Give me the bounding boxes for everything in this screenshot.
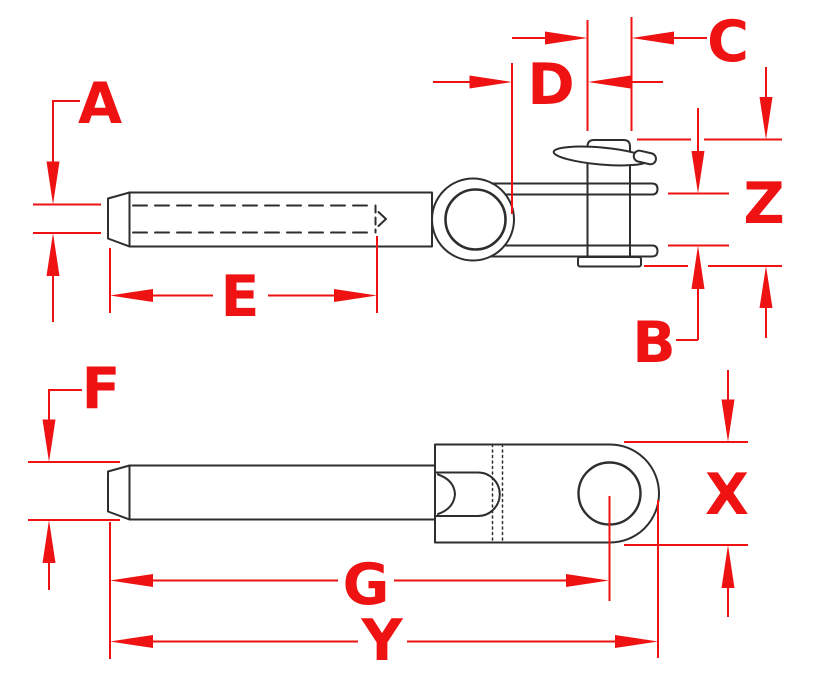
dimension-D: D [433,52,663,214]
toggle-lobe-inner-hole [444,188,507,251]
dim-D-arrow-right [469,75,512,89]
dim-C-arrow-left [631,31,674,45]
dim-G-arrow-left [110,574,153,587]
dim-D-arrow-left [588,75,631,89]
dim-B-arrow-up [691,245,705,289]
dim-X-arrow-up [721,545,735,588]
dim-G-arrow-right [566,574,609,587]
pin-retainer-plate [577,256,642,268]
dim-B-arrow-down [691,151,705,194]
bottom-view-swage-toggle [107,443,660,544]
top-view-swage-toggle [107,139,659,268]
dimension-B: B [632,108,729,376]
dim-label-C: C [707,9,749,75]
dim-X-arrow-down [721,399,735,442]
dim-E-arrow-left [110,289,153,302]
dimension-A: A [33,71,122,322]
jaw-plate-top [491,182,659,196]
dimension-X: X [624,370,749,617]
dim-F-arrow-up [42,520,56,563]
dimension-G: G [109,496,611,659]
dim-label-D: D [527,52,574,118]
swage-shank-bottom-view [107,464,436,521]
dim-Y-arrow-right [615,635,658,648]
dim-label-B: B [632,310,675,376]
dim-label-F: F [82,356,121,422]
cotter-ring-end [632,149,657,166]
rod-end-inner-arc [437,473,456,515]
swage-shank-top-view [107,191,433,248]
wire-hole-end-chevron [377,211,387,227]
dim-C-arrow-right [545,31,588,45]
dim-label-X: X [705,462,749,528]
dim-label-A: A [78,71,122,137]
dim-Z-arrow-up [759,266,773,308]
dim-label-Z: Z [743,171,784,237]
dim-A-arrow-down [46,161,60,205]
dimension-Y: Y [110,500,659,674]
dim-A-arrow-up [46,233,60,276]
clevis-pin [586,139,631,258]
dim-label-G: G [343,552,390,618]
dimension-E: E [109,236,378,330]
dim-E-arrow-right [334,289,377,302]
dimension-C: C [512,9,749,131]
dimension-F: F [28,356,120,590]
jaw-plate-bottom [489,244,659,258]
dimensions: A E C D [28,9,785,674]
dim-Y-arrow-left [110,635,153,648]
dim-F-arrow-down [42,419,56,462]
dimension-Z: Z [637,67,785,338]
dim-label-E: E [221,264,260,330]
dim-Z-arrow-down [759,97,773,140]
dim-label-Y: Y [360,608,403,674]
